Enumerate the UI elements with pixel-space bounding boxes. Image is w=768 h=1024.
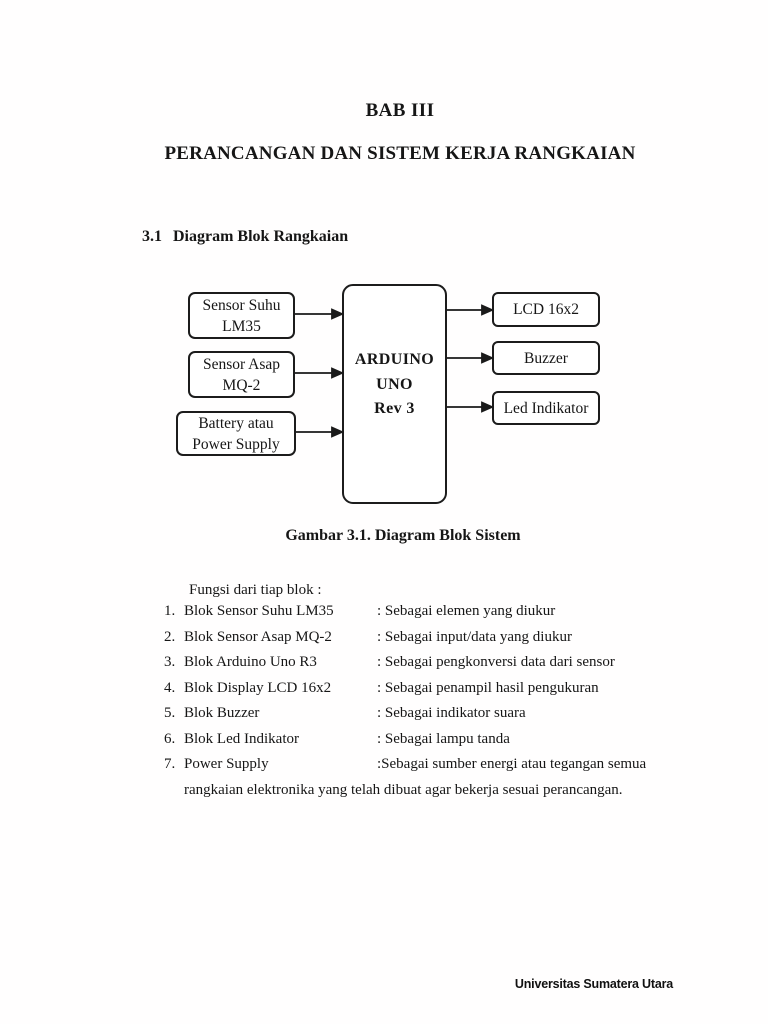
list-intro: Fungsi dari tiap blok : bbox=[189, 582, 322, 598]
list-item-label: Blok Buzzer bbox=[184, 705, 260, 721]
list-item-number: 2. bbox=[164, 629, 176, 645]
list-item-number: 7. bbox=[164, 756, 176, 772]
list-item: 1. Blok Sensor Suhu LM35 : Sebagai eleme… bbox=[0, 603, 768, 625]
list-item-label: Power Supply bbox=[184, 756, 269, 772]
arrow-arduino-to-lcd bbox=[447, 304, 495, 316]
list-item: 4. Blok Display LCD 16x2 : Sebagai penam… bbox=[0, 680, 768, 702]
arrow-battery-to-arduino bbox=[296, 426, 345, 438]
block-label-line: UNO bbox=[376, 375, 413, 393]
chapter-subtitle: PERANCANGAN DAN SISTEM KERJA RANGKAIAN bbox=[164, 143, 636, 164]
list-item-label: Blok Led Indikator bbox=[184, 731, 299, 747]
block-sensor-suhu: Sensor Suhu LM35 bbox=[188, 292, 295, 339]
block-label-line: ARDUINO bbox=[354, 351, 435, 368]
list-item-continuation: rangkaian elektronika yang telah dibuat … bbox=[184, 782, 623, 798]
list-item-desc: : Sebagai pengkonversi data dari sensor bbox=[377, 654, 615, 670]
block-label-line: Sensor Asap bbox=[202, 355, 281, 373]
list-item-desc: :Sebagai sumber energi atau tegangan sem… bbox=[377, 756, 647, 772]
list-item: 6. Blok Led Indikator : Sebagai lampu ta… bbox=[0, 731, 768, 753]
block-label-line: Led Indikator bbox=[503, 399, 589, 417]
block-label-line: Rev 3 bbox=[374, 400, 415, 417]
list-item-desc: : Sebagai indikator suara bbox=[377, 705, 526, 721]
diagram-arrows bbox=[295, 304, 495, 438]
block-label-line: MQ-2 bbox=[222, 376, 261, 394]
list-item: 3. Blok Arduino Uno R3 : Sebagai pengkon… bbox=[0, 654, 768, 676]
list-item-desc: : Sebagai input/data yang diukur bbox=[377, 629, 572, 645]
list-item-desc: : Sebagai elemen yang diukur bbox=[377, 603, 556, 619]
list-item-label: Blok Sensor Asap MQ-2 bbox=[184, 629, 332, 645]
block-sensor-asap: Sensor Asap MQ-2 bbox=[188, 351, 295, 398]
list-item-number: 4. bbox=[164, 680, 176, 696]
list-item-number: 5. bbox=[164, 705, 176, 721]
list-item: 2. Blok Sensor Asap MQ-2 : Sebagai input… bbox=[0, 629, 768, 651]
section-heading: 3.1 Diagram Blok Rangkaian bbox=[142, 228, 348, 246]
block-arduino-uno: ARDUINO UNO Rev 3 bbox=[342, 284, 447, 504]
footer-institution: Universitas Sumatera Utara bbox=[514, 977, 673, 991]
list-item-label: Blok Sensor Suhu LM35 bbox=[184, 603, 334, 619]
block-label-line: Battery atau bbox=[198, 414, 274, 432]
block-label-line: Power Supply bbox=[192, 435, 280, 453]
block-led-indikator: Led Indikator bbox=[492, 391, 600, 425]
list-item-number: 1. bbox=[164, 603, 176, 619]
list-item-desc: : Sebagai penampil hasil pengukuran bbox=[377, 680, 599, 696]
block-buzzer: Buzzer bbox=[492, 341, 600, 375]
block-label-line: LM35 bbox=[222, 317, 261, 335]
chapter-title: BAB III bbox=[365, 100, 435, 121]
list-item: 7. Power Supply :Sebagai sumber energi a… bbox=[0, 756, 768, 778]
arrow-sensor-asap-to-arduino bbox=[295, 367, 345, 379]
block-label-line: Sensor Suhu bbox=[202, 296, 281, 314]
section-title: Diagram Blok Rangkaian bbox=[173, 228, 349, 245]
section-number: 3.1 bbox=[142, 228, 162, 245]
list-item-number: 3. bbox=[164, 654, 176, 670]
block-label-line: LCD 16x2 bbox=[513, 301, 579, 318]
arrow-arduino-to-buzzer bbox=[447, 352, 495, 364]
list-item-label: Blok Display LCD 16x2 bbox=[184, 680, 332, 696]
list-item: 5. Blok Buzzer : Sebagai indikator suara bbox=[0, 705, 768, 727]
arrow-sensor-suhu-to-arduino bbox=[295, 308, 345, 320]
list-item-label: Blok Arduino Uno R3 bbox=[184, 654, 317, 670]
block-label-line: Buzzer bbox=[524, 349, 568, 367]
list-item-desc: : Sebagai lampu tanda bbox=[377, 731, 510, 747]
block-battery-power-supply: Battery atau Power Supply bbox=[176, 411, 296, 456]
list-item-number: 6. bbox=[164, 731, 176, 747]
figure-caption: Gambar 3.1. Diagram Blok Sistem bbox=[285, 527, 521, 544]
block-lcd: LCD 16x2 bbox=[492, 292, 600, 327]
arrow-arduino-to-led bbox=[447, 401, 495, 413]
